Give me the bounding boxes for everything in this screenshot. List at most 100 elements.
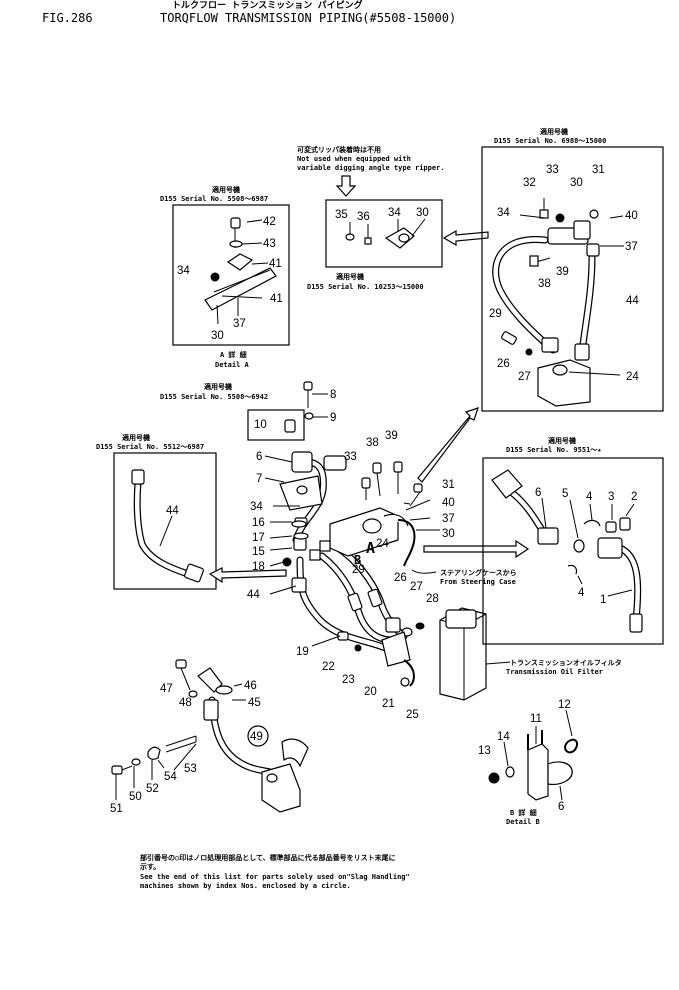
footer-jp-2: 示す。 xyxy=(139,863,160,871)
main-assembly: A B 6 7 38 39 33 31 40 37 30 34 16 17 15… xyxy=(247,407,530,721)
part-num-37: 37 xyxy=(442,513,455,525)
center-top: 適用号機 D155 Serial No. 5508～6942 8 9 10 xyxy=(160,381,336,441)
oil-filter: トランスミッションオイルフィルタ Transmission Oil Filter xyxy=(439,607,622,701)
detail-a-serial-jp: 適用号機 xyxy=(212,185,240,194)
filter-jp: トランスミッションオイルフィルタ xyxy=(510,658,622,667)
part-num-27: 27 xyxy=(410,581,423,593)
left-serial: D155 Serial No. 5512～6987 xyxy=(96,443,204,451)
part-num-47: 47 xyxy=(160,683,173,695)
part-num-35: 35 xyxy=(335,209,348,221)
footer-en-1: See the end of this list for parts solel… xyxy=(140,873,410,881)
part-num-39: 39 xyxy=(385,430,398,442)
detail-a-label-jp: A 詳 細 xyxy=(220,350,247,359)
part-num-1-rp: 1 xyxy=(600,594,606,606)
center-serial-jp: 適用号機 xyxy=(204,382,232,391)
part-num-6-b: 6 xyxy=(558,801,564,813)
part-num-16: 16 xyxy=(252,517,265,529)
header-title-jp: トルクフロー トランスミッション パイピング xyxy=(172,0,363,11)
part-num-27-tr: 27 xyxy=(518,371,531,383)
detail-a-box: 適用号機 D155 Serial No. 5508～6987 42 43 41 … xyxy=(160,185,290,369)
letter-b: B xyxy=(354,553,361,567)
filter-label: Transmission Oil Filter xyxy=(506,668,603,676)
part-num-44-c: 44 xyxy=(247,589,260,601)
part-num-34-mid: 34 xyxy=(388,207,401,219)
part-num-28: 28 xyxy=(426,593,439,605)
part-num-42: 42 xyxy=(263,216,276,228)
fig-number: FIG.286 xyxy=(42,11,93,25)
part-num-26-tr: 26 xyxy=(497,358,510,370)
center-serial: D155 Serial No. 5508～6942 xyxy=(160,393,268,401)
footer-jp-1: 部引番号の○印はノロ処理用部品として、標準部品に代る部品番号をリスト末尾に xyxy=(140,853,396,862)
part-num-30-tr: 30 xyxy=(570,177,583,189)
part-num-29: 29 xyxy=(352,564,365,576)
part-num-18: 18 xyxy=(252,561,265,573)
part-num-30: 30 xyxy=(211,330,224,342)
part-num-17: 17 xyxy=(252,532,265,544)
part-num-26: 26 xyxy=(394,572,407,584)
part-num-24-tr: 24 xyxy=(626,371,639,383)
middle-note-jp: 可変式リッパ装着時は不用 xyxy=(297,145,381,154)
part-num-5-rp: 5 xyxy=(562,488,568,500)
middle-serial: D155 Serial No. 10253～15000 xyxy=(307,283,424,291)
part-num-43: 43 xyxy=(263,238,276,250)
part-num-31-tr: 31 xyxy=(592,164,605,176)
part-num-37-tr: 37 xyxy=(625,241,638,253)
part-num-38: 38 xyxy=(366,437,379,449)
part-num-13: 13 xyxy=(478,745,491,757)
part-num-19: 19 xyxy=(296,646,309,658)
part-num-4-rp: 4 xyxy=(586,491,593,503)
part-num-14: 14 xyxy=(497,731,510,743)
part-num-41a: 41 xyxy=(269,258,282,270)
steering-label: From Steering Case xyxy=(440,578,516,586)
part-num-44-left: 44 xyxy=(166,505,179,517)
part-num-30: 30 xyxy=(442,528,455,540)
part-num-51: 51 xyxy=(110,803,123,815)
left-serial-jp: 適用号機 xyxy=(122,433,150,442)
steering-jp: ステアリングケースから xyxy=(440,568,517,577)
middle-note-en-2: variable digging angle type ripper. xyxy=(297,164,445,172)
part-num-48: 48 xyxy=(179,697,192,709)
right-parts-box: 適用号機 D155 Serial No. 9551～★ 6 5 4 3 2 4 … xyxy=(482,436,664,645)
middle-note-en-1: Not used when equipped with xyxy=(297,155,411,163)
part-num-20: 20 xyxy=(364,686,377,698)
part-num-2-rp: 2 xyxy=(631,491,637,503)
part-num-4b-rp: 4 xyxy=(578,587,585,599)
detail-b: 11 12 14 13 6 B 詳 細 Detail B xyxy=(478,699,578,826)
part-num-50: 50 xyxy=(129,791,142,803)
right-serial: D155 Serial No. 9551～★ xyxy=(506,446,602,454)
part-num-32-tr: 32 xyxy=(523,177,536,189)
part-num-52: 52 xyxy=(146,783,159,795)
middle-serial-jp: 適用号機 xyxy=(336,272,364,281)
part-num-33: 33 xyxy=(344,451,357,463)
part-num-40-tr: 40 xyxy=(625,210,638,222)
part-num-34: 34 xyxy=(250,501,263,513)
middle-box: 可変式リッパ装着時は不用 Not used when equipped with… xyxy=(297,145,489,291)
letter-a: A xyxy=(366,539,375,557)
part-num-44-tr: 44 xyxy=(626,295,639,307)
part-num-24: 24 xyxy=(376,538,389,550)
detail-a-label: Detail A xyxy=(215,361,250,369)
part-num-6-rp: 6 xyxy=(535,487,541,499)
footer-en-2: machines shown by index Nos. enclosed by… xyxy=(140,882,351,890)
part-num-33-tr: 33 xyxy=(546,164,559,176)
part-num-49: 49 xyxy=(250,731,263,743)
part-num-10: 10 xyxy=(254,419,267,431)
part-num-9: 9 xyxy=(330,412,336,424)
part-num-34: 34 xyxy=(177,265,190,277)
part-num-12: 12 xyxy=(558,699,571,711)
part-num-25: 25 xyxy=(406,709,419,721)
top-right-serial-jp: 適用号機 xyxy=(540,127,568,136)
part-num-23: 23 xyxy=(342,674,355,686)
lower-left-assembly: 47 46 48 45 49 53 54 52 50 51 xyxy=(110,659,309,815)
part-num-40: 40 xyxy=(442,497,455,509)
top-right-serial: D155 Serial No. 6988～15000 xyxy=(494,137,606,145)
part-num-46: 46 xyxy=(244,680,257,692)
part-num-29-tr: 29 xyxy=(489,308,502,320)
detail-b-label-jp: B 詳 細 xyxy=(510,808,537,817)
part-num-45: 45 xyxy=(248,697,261,709)
part-num-53: 53 xyxy=(184,763,197,775)
header-title: TORQFLOW TRANSMISSION PIPING(#5508-15000… xyxy=(160,11,456,25)
part-num-6: 6 xyxy=(256,451,262,463)
right-serial-jp: 適用号機 xyxy=(548,436,576,445)
